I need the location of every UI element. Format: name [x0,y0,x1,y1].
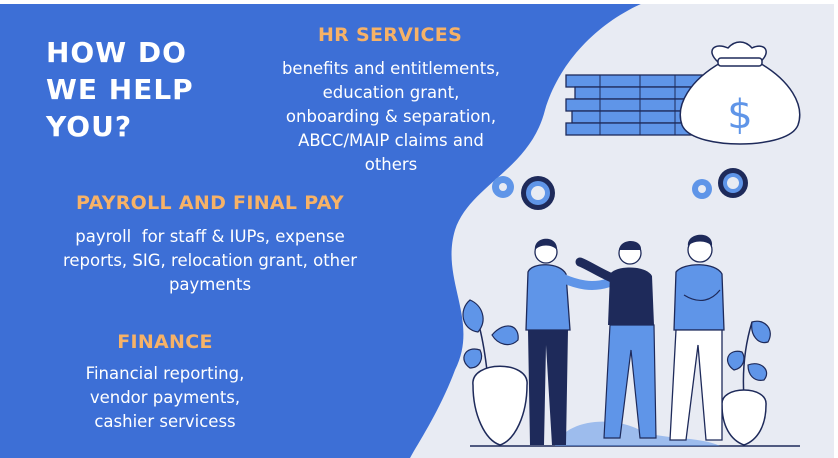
page-title-line: WE HELP [46,73,194,106]
payroll-description: payroll for staff & IUPs, expense report… [40,225,380,297]
hr-services-heading: HR SERVICES [317,24,463,46]
gear-icon [692,179,712,199]
payroll-line: payments [168,275,252,294]
hr-line: others [364,155,418,174]
hr-line: benefits and entitlements, [281,59,501,78]
page-title: HOW DO WE HELP YOU? [46,34,236,145]
hr-line: education grant, [322,83,460,102]
money-bag-icon: $ [679,41,801,145]
plant-pot-icon [462,299,528,446]
gear-icon [492,176,514,198]
gear-icon [521,176,555,210]
svg-text:$: $ [727,92,752,138]
hr-line: onboarding & separation, [285,107,497,126]
gear-icon [718,168,748,198]
person-woman [525,238,613,445]
finance-line: cashier servicess [94,412,236,431]
payroll-line: payroll for staff & IUPs, expense [75,227,345,246]
finance-heading: FINANCE [117,331,213,353]
right-border [834,0,838,458]
finance-line: Financial reporting, [85,364,245,383]
blue-panel [0,0,650,458]
person-man-right [669,234,725,441]
payroll-line: reports, SIG, relocation grant, other [62,251,358,270]
hr-line: ABCC/MAIP claims and [298,131,484,150]
payroll-heading: PAYROLL AND FINAL PAY [76,192,344,214]
finance-description: Financial reporting, vendor payments, ca… [55,362,275,434]
finance-line: vendor payments, [89,388,241,407]
page-title-line: YOU? [46,110,133,143]
person-man-middle [575,241,657,439]
hr-services-description: benefits and entitlements, education gra… [246,57,536,177]
plant-pot-icon [721,320,771,446]
page-title-line: HOW DO [46,36,187,69]
